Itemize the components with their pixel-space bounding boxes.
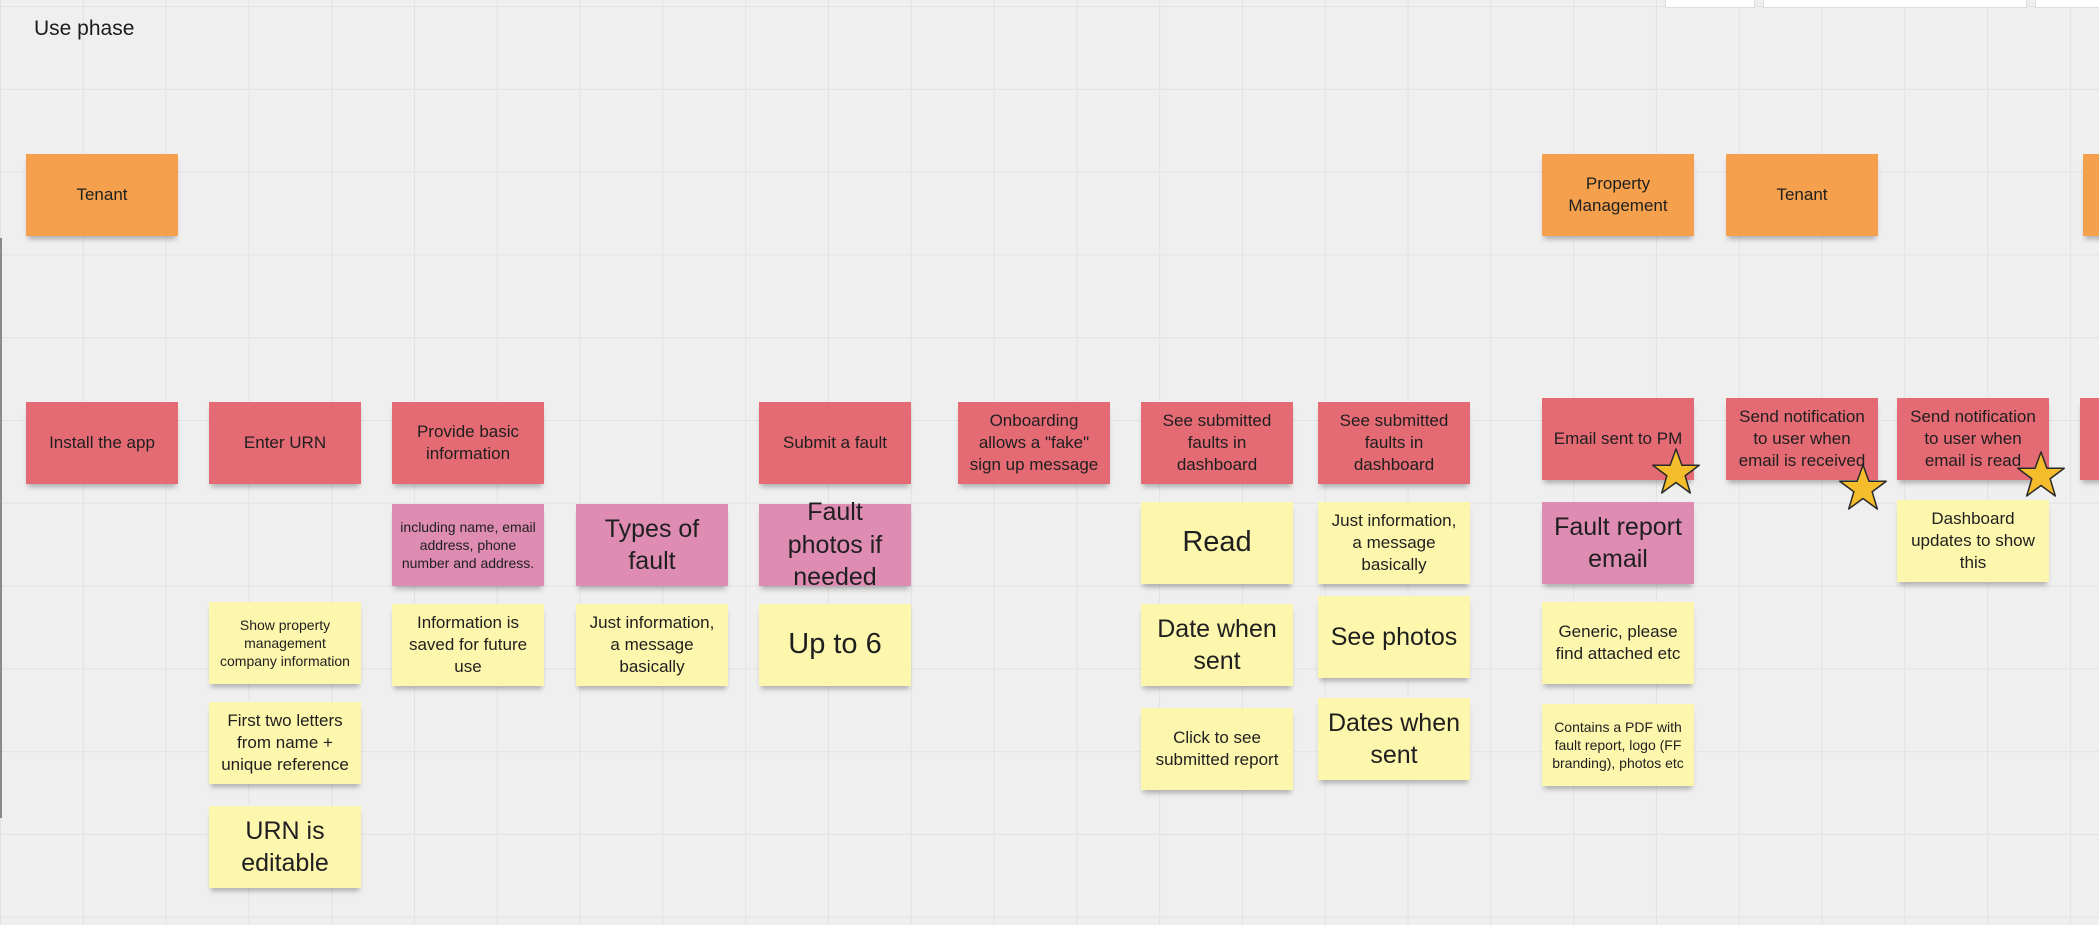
step-note-email-pm[interactable]: Email sent to PM <box>1542 398 1694 480</box>
star-icon <box>2016 450 2066 500</box>
detail-note-dates-when-sent[interactable]: Dates when sent <box>1318 698 1470 780</box>
step-note-enter-urn[interactable]: Enter URN <box>209 402 361 484</box>
star-icon <box>1838 463 1888 513</box>
frame-title: Use phase <box>34 17 135 40</box>
detail-note-up-to-6[interactable]: Up to 6 <box>759 604 911 686</box>
detail-note-types-of-fault[interactable]: Types of fault <box>576 504 728 586</box>
detail-note-just-info[interactable]: Just information, a message basically <box>1318 502 1470 584</box>
step-note-see-faults[interactable]: See submitted faults in dashboard <box>1318 402 1470 484</box>
step-note-install-app[interactable]: Install the app <box>26 402 178 484</box>
detail-note-date-when-sent[interactable]: Date when sent <box>1141 604 1293 686</box>
detail-note-contains-pdf[interactable]: Contains a PDF with fault report, logo (… <box>1542 704 1694 786</box>
toolbar-panel[interactable] <box>1665 0 1755 8</box>
detail-note-urn-editable[interactable]: URN is editable <box>209 806 361 888</box>
detail-note-info-fields[interactable]: including name, email address, phone num… <box>392 504 544 586</box>
detail-note-show-pm-info[interactable]: Show property management company informa… <box>209 602 361 684</box>
star-icon <box>1651 447 1701 497</box>
toolbar-panel[interactable] <box>1763 0 2027 8</box>
step-note-provide-info[interactable]: Provide basic information <box>392 402 544 484</box>
actor-note-property-management[interactable]: Property Management <box>1542 154 1694 236</box>
detail-note-see-photos[interactable]: See photos <box>1318 596 1470 678</box>
detail-note-info-saved[interactable]: Information is saved for future use <box>392 604 544 686</box>
detail-note-generic-attached[interactable]: Generic, please find attached etc <box>1542 602 1694 684</box>
toolbar-panel[interactable] <box>2035 0 2099 8</box>
step-note-notify-read[interactable]: Send notification to user when email is … <box>1897 398 2049 480</box>
step-note-submit-fault[interactable]: Submit a fault <box>759 402 911 484</box>
frame-left-edge <box>0 238 2 818</box>
step-note-onboarding[interactable]: Onboarding allows a "fake" sign up messa… <box>958 402 1110 484</box>
detail-note-click-to-see[interactable]: Click to see submitted report <box>1141 708 1293 790</box>
step-note-see-faults[interactable]: See submitted faults in dashboard <box>1141 402 1293 484</box>
step-note-partial[interactable] <box>2080 398 2099 480</box>
detail-note-fault-report-email[interactable]: Fault report email <box>1542 502 1694 584</box>
detail-note-dashboard-updates[interactable]: Dashboard updates to show this <box>1897 500 2049 582</box>
detail-note-read[interactable]: Read <box>1141 502 1293 584</box>
detail-note-just-info[interactable]: Just information, a message basically <box>576 604 728 686</box>
actor-note-partial[interactable] <box>2083 154 2099 236</box>
actor-note-tenant[interactable]: Tenant <box>26 154 178 236</box>
detail-note-fault-photos[interactable]: Fault photos if needed <box>759 498 911 591</box>
detail-note-first-two-letters[interactable]: First two letters from name + unique ref… <box>209 702 361 784</box>
actor-note-tenant[interactable]: Tenant <box>1726 154 1878 236</box>
step-note-notify-received[interactable]: Send notification to user when email is … <box>1726 398 1878 480</box>
